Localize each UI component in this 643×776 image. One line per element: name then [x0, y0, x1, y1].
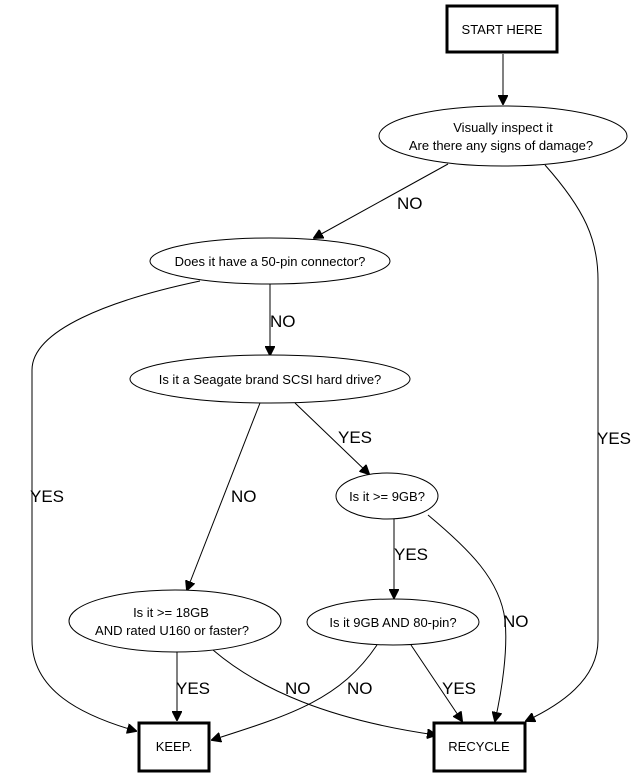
node-seagate-label: Is it a Seagate brand SCSI hard drive? — [159, 372, 382, 387]
node-pin80: Is it 9GB AND 80-pin? — [306, 598, 480, 646]
edge-label-inspect-yes: YES — [597, 429, 631, 448]
edge-seagate-to-gb18 — [187, 402, 261, 590]
node-gb9-label: Is it >= 9GB? — [349, 489, 425, 504]
node-keep: KEEP. — [137, 721, 211, 773]
edge-label-seagate-no: NO — [231, 487, 257, 506]
edge-label-pin80-yes: YES — [442, 679, 476, 698]
edge-label-seagate-yes: YES — [338, 428, 372, 447]
edge-pin80-to-keep — [212, 644, 378, 740]
node-keep-label: KEEP. — [156, 739, 193, 754]
node-seagate: Is it a Seagate brand SCSI hard drive? — [129, 354, 411, 404]
node-recycle: RECYCLE — [432, 721, 527, 773]
edge-gb18-to-recycle — [212, 649, 436, 735]
edges — [31, 54, 599, 740]
node-start-label: START HERE — [462, 22, 543, 37]
node-inspect-line2: Are there any signs of damage? — [409, 138, 593, 153]
edge-label-pin50-yes: YES — [30, 487, 64, 506]
node-gb18-line1: Is it >= 18GB — [133, 605, 209, 620]
node-pin50-label: Does it have a 50-pin connector? — [175, 254, 366, 269]
node-gb18: Is it >= 18GB AND rated U160 or faster? — [68, 589, 282, 653]
edge-labels: NO YES NO YES YES NO YES NO YES NO NO YE… — [30, 194, 631, 698]
edge-label-gb18-yes: YES — [176, 679, 210, 698]
edge-label-gb9-no: NO — [503, 612, 529, 631]
node-start: START HERE — [445, 4, 559, 54]
edge-label-gb9-yes: YES — [394, 545, 428, 564]
edge-label-pin50-no: NO — [270, 312, 296, 331]
edge-label-inspect-no: NO — [397, 194, 423, 213]
edge-seagate-to-gb9 — [294, 402, 369, 474]
edge-inspect-to-pin50 — [314, 163, 449, 238]
edge-label-pin80-no: NO — [347, 679, 373, 698]
node-inspect-line1: Visually inspect it — [453, 120, 553, 135]
edge-pin80-to-recycle — [410, 644, 462, 721]
node-gb18-line2: AND rated U160 or faster? — [95, 623, 249, 638]
node-recycle-label: RECYCLE — [448, 739, 510, 754]
node-gb9: Is it >= 9GB? — [335, 472, 439, 520]
node-pin80-label: Is it 9GB AND 80-pin? — [329, 615, 456, 630]
node-inspect: Visually inspect it Are there any signs … — [378, 105, 628, 167]
edge-inspect-to-recycle — [526, 164, 599, 721]
edge-label-gb18-no: NO — [285, 679, 311, 698]
edge-pin50-to-keep — [31, 280, 201, 731]
edge-gb9-to-recycle — [427, 514, 507, 721]
node-pin50: Does it have a 50-pin connector? — [149, 237, 391, 285]
